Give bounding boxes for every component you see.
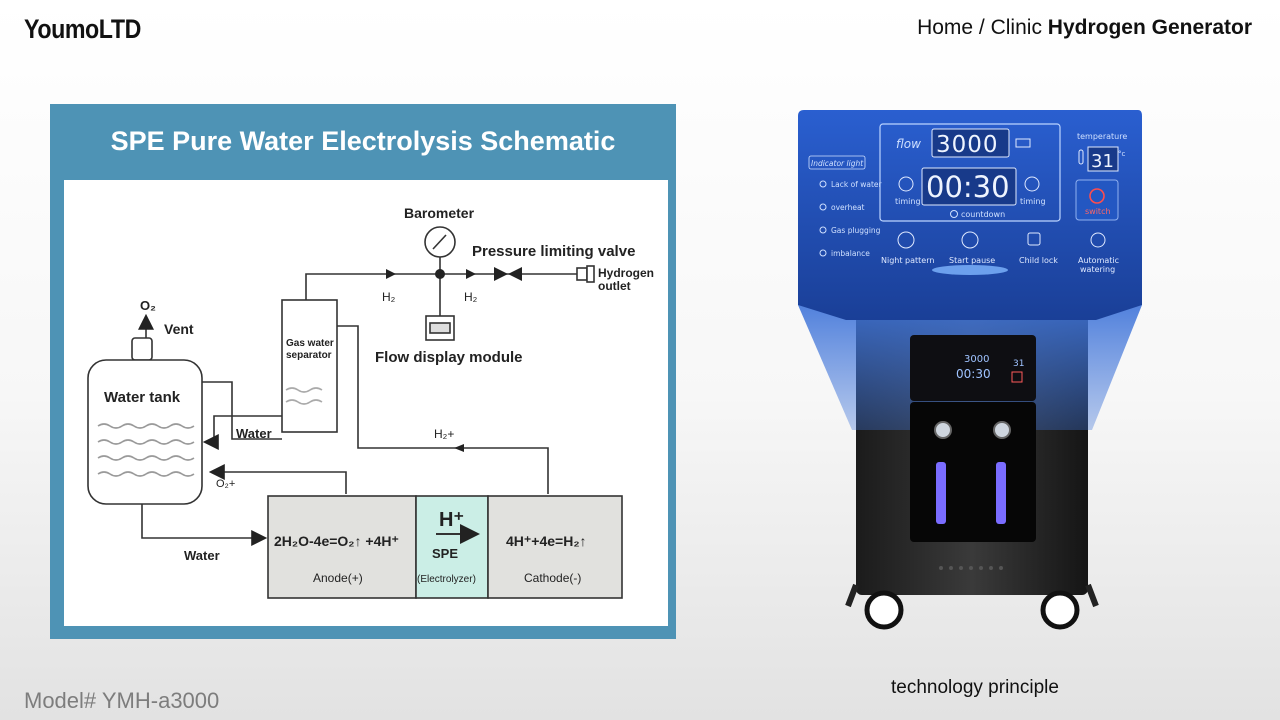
- label-separator: separator: [286, 350, 332, 361]
- model-number: Model# YMH-a3000: [24, 688, 220, 713]
- flow-label: flow: [896, 137, 921, 151]
- level-indicator-right: [996, 462, 1006, 524]
- mini-display: [910, 335, 1036, 401]
- indicator-imbalance: imbalance: [831, 249, 870, 258]
- gas-water-separator: [281, 299, 338, 433]
- label-water-lower: Water: [184, 548, 220, 563]
- schematic-title: SPE Pure Water Electrolysis Schematic: [110, 126, 616, 156]
- start-pause-button[interactable]: [961, 231, 979, 249]
- auto-watering-button[interactable]: [1090, 232, 1106, 248]
- level-indicator-left: [936, 462, 946, 524]
- hydrogen-generator-image: flow 3000 00:30 timing timing countdown …: [796, 110, 1146, 635]
- schematic-canvas: Barometer Pressure limiting valve Hydrog…: [64, 180, 668, 626]
- label-anode: Anode(+): [313, 571, 363, 585]
- child-lock-button[interactable]: [1027, 232, 1041, 246]
- night-pattern-label: Night pattern: [881, 256, 934, 265]
- vent-cap: [131, 337, 153, 361]
- label-outlet: outlet: [598, 279, 631, 293]
- temperature-unit: °c: [1118, 150, 1126, 158]
- device-illustration: flow 3000 00:30 timing timing countdown …: [798, 110, 1142, 630]
- schematic-diagram: Barometer Pressure limiting valve Hydrog…: [87, 205, 654, 599]
- wheel-left: [864, 590, 904, 630]
- countdown-label: countdown: [961, 210, 1005, 219]
- outlet-nozzle-left[interactable]: [934, 421, 952, 439]
- label-water-upper: Water: [236, 426, 272, 441]
- power-switch[interactable]: [1075, 179, 1119, 221]
- front-glass: [910, 402, 1036, 542]
- temperature-label: temperature: [1077, 132, 1127, 141]
- clock-icon: [950, 210, 958, 218]
- indicator-title: Indicator light: [811, 159, 864, 168]
- image-caption: technology principle: [891, 677, 1059, 698]
- label-pressure-valve: Pressure limiting valve: [472, 243, 635, 260]
- label-anode-equation: 2H₂O-4e=O₂↑ +4H⁺: [274, 533, 399, 549]
- flow-value: 3000: [936, 132, 999, 158]
- label-barometer: Barometer: [404, 205, 475, 221]
- label-cathode-equation: 4H⁺+4e=H₂↑: [506, 533, 587, 549]
- mini-timer: 00:30: [956, 367, 991, 381]
- cathode-cell: [487, 495, 623, 599]
- label-electrolyzer: (Electrolyzer): [417, 574, 476, 585]
- wheel-right: [1040, 590, 1080, 630]
- display-frame: [879, 123, 1061, 222]
- child-lock-label: Child lock: [1019, 256, 1058, 265]
- label-cathode: Cathode(-): [524, 571, 581, 585]
- power-icon: [1089, 188, 1105, 204]
- timer-value: 00:30: [926, 170, 1010, 204]
- mini-flow: 3000: [964, 354, 989, 365]
- timing-left-label: timing: [895, 197, 921, 206]
- label-h2-right: H₂: [464, 290, 478, 304]
- switch-label: switch: [1085, 207, 1111, 216]
- label-vent: Vent: [164, 321, 194, 337]
- indicator-lack-of-water: Lack of water: [831, 180, 883, 189]
- mini-temp: 31: [1013, 359, 1024, 369]
- electrolysis-schematic: SPE Pure Water Electrolysis Schematic: [50, 104, 676, 639]
- breadcrumb-current: Hydrogen Generator: [1047, 16, 1252, 39]
- indicator-overheat: overheat: [831, 203, 865, 212]
- timing-right-label: timing: [1020, 197, 1046, 206]
- temperature-value: 31: [1091, 151, 1114, 172]
- breadcrumb: Home / Clinic Hydrogen Generator: [917, 16, 1252, 40]
- label-hydrogen: Hydrogen: [598, 266, 654, 280]
- timing-right-icon[interactable]: [1024, 176, 1040, 192]
- auto-watering-label-1: Automatic: [1078, 256, 1119, 265]
- h2-return-pipe: [337, 325, 549, 494]
- thermometer-icon: [1078, 149, 1084, 165]
- label-flow-display: Flow display module: [375, 349, 523, 366]
- label-water-tank: Water tank: [104, 389, 181, 406]
- breadcrumb-path[interactable]: Home / Clinic: [917, 16, 1048, 39]
- label-hplus: H⁺: [439, 509, 464, 531]
- label-o2plus: O₂+: [216, 478, 235, 490]
- auto-watering-label-2: watering: [1080, 265, 1115, 274]
- outlet-nozzle-right[interactable]: [993, 421, 1011, 439]
- control-panel: [798, 110, 1142, 320]
- night-pattern-button[interactable]: [897, 231, 915, 249]
- timing-left-icon[interactable]: [898, 176, 914, 192]
- label-spe: SPE: [432, 546, 458, 561]
- indicator-gas-plugging: Gas plugging: [831, 226, 881, 235]
- h2-pipe-top: [305, 273, 586, 300]
- label-o2: O₂: [140, 298, 156, 313]
- label-gas-water: Gas water: [286, 338, 334, 349]
- anode-cell: [267, 495, 417, 599]
- start-pause-label: Start pause: [949, 256, 995, 265]
- label-h2-left: H₂: [382, 290, 396, 304]
- brand-logo: YoumoLTD: [24, 14, 141, 44]
- water-tank: [87, 359, 203, 505]
- label-h2plus: H₂+: [434, 427, 454, 441]
